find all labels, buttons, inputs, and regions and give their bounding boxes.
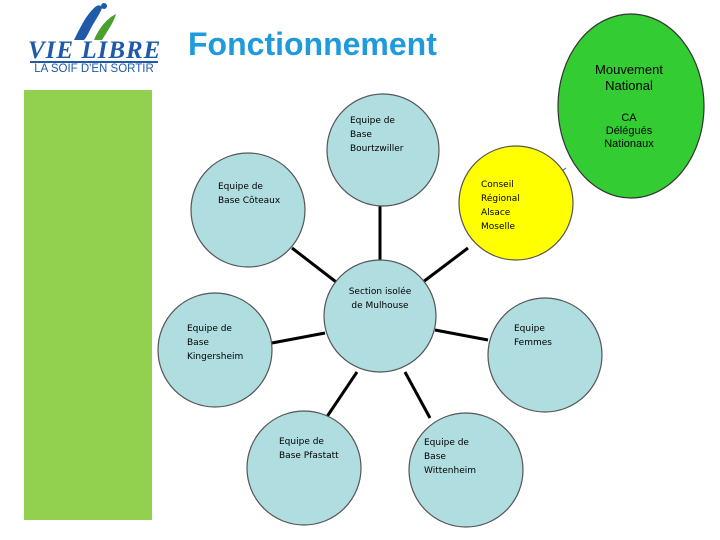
label-kingersheim: Equipe de Base Kingersheim: [187, 324, 244, 362]
vie-libre-logo: VIE LIBRE LA SOIF D'EN SORTIR: [28, 2, 160, 80]
connector-lines: [271, 205, 489, 431]
label-national-main: Mouvement National: [595, 62, 663, 93]
connector-coteaux: [291, 246, 341, 287]
connector-wittenheim: [403, 371, 432, 419]
sidebar-bar: [24, 90, 152, 520]
label-regional: Conseil Régional Alsace Moselle: [481, 180, 520, 232]
circle-national: [557, 13, 705, 199]
circle-kingersheim: [157, 292, 273, 408]
logo-divider: [30, 61, 158, 63]
label-national-sub: CA Délégués Nationaux: [604, 112, 654, 150]
connector-regional: [422, 246, 469, 284]
label-femmes: Equipe Femmes: [514, 324, 552, 348]
circle-regional: [458, 145, 574, 261]
circle-pfastatt: [246, 410, 362, 526]
circle-center: [323, 259, 437, 373]
figure-icon: [74, 3, 116, 41]
label-wittenheim: Equipe de Base Wittenheim: [424, 438, 477, 476]
page-title: Fonctionnement: [188, 26, 437, 62]
connector-femmes: [434, 328, 489, 342]
circle-wittenheim: [408, 412, 524, 528]
label-coteaux: Equipe de Base Côteaux: [218, 182, 281, 206]
circle-coteaux: [190, 152, 306, 268]
logo-title: VIE LIBRE: [28, 37, 162, 64]
connector-kingersheim: [271, 331, 326, 345]
circle-femmes: [487, 297, 603, 413]
logo-subtitle: LA SOIF D'EN SORTIR: [34, 63, 154, 75]
label-national: Mouvement National CA Délégués Nationaux: [565, 44, 693, 169]
label-center: Section isolée de Mulhouse: [348, 287, 412, 311]
label-pfastatt: Equipe de Base Pfastatt: [279, 437, 339, 461]
circle-bourtzwiller: [326, 93, 440, 207]
label-bourtzwiller: Equipe de Base Bourtzwiller: [350, 116, 404, 154]
